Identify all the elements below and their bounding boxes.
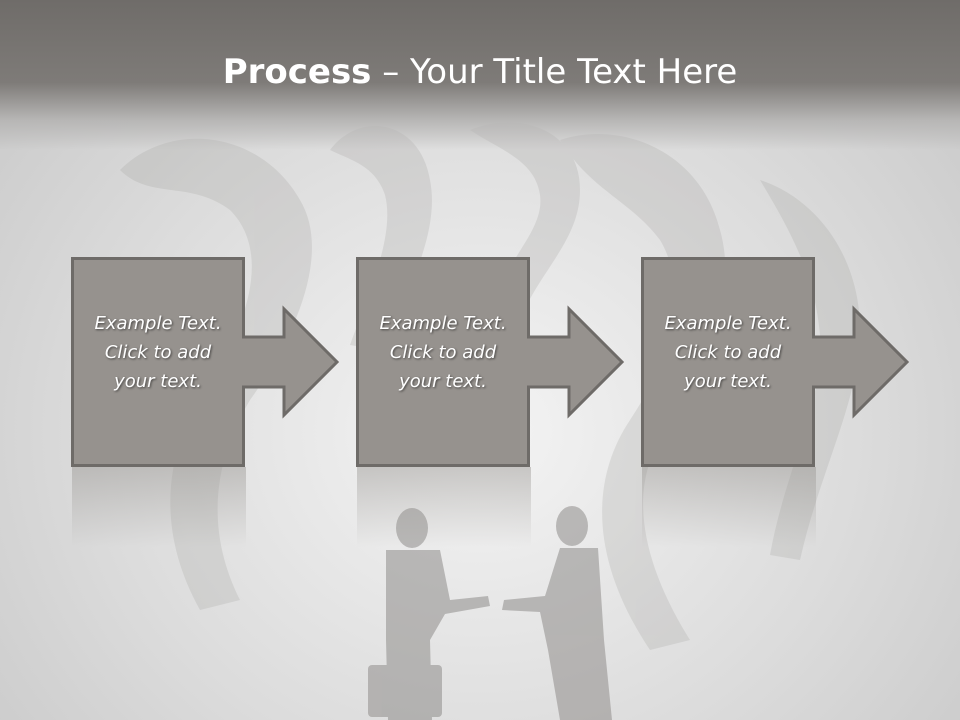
process-step-1[interactable]: Example Text. Click to add your text. <box>71 257 409 467</box>
step-text-line-3: your text. <box>399 371 487 392</box>
handshake-figures <box>368 506 612 720</box>
process-step-2[interactable]: Example Text. Click to add your text. <box>356 257 694 467</box>
title-rest: – Your Title Text Here <box>371 52 738 92</box>
arrow-box-shape <box>71 257 340 467</box>
arrow-box-shape <box>356 257 625 467</box>
step-text[interactable]: Example Text. Click to add your text. <box>73 309 243 396</box>
title-strong: Process <box>222 52 372 92</box>
arrow-box-shape <box>641 257 910 467</box>
step-text[interactable]: Example Text. Click to add your text. <box>643 309 813 396</box>
step-text-line-2: Click to add <box>389 342 497 363</box>
process-step-3[interactable]: Example Text. Click to add your text. <box>641 257 960 467</box>
step-text-line-3: your text. <box>684 371 772 392</box>
slide-title[interactable]: Process – Your Title Text Here <box>0 52 960 92</box>
step-text-line-3: your text. <box>114 371 202 392</box>
step-text[interactable]: Example Text. Click to add your text. <box>358 309 528 396</box>
step-text-line-2: Click to add <box>674 342 782 363</box>
step-reflection-2 <box>357 467 531 547</box>
step-text-line-1: Example Text. <box>94 313 222 334</box>
title-band <box>0 0 960 150</box>
step-text-line-2: Click to add <box>104 342 212 363</box>
step-text-line-1: Example Text. <box>664 313 792 334</box>
step-reflection-1 <box>72 467 246 547</box>
step-text-line-1: Example Text. <box>379 313 507 334</box>
step-reflection-3 <box>642 467 816 547</box>
